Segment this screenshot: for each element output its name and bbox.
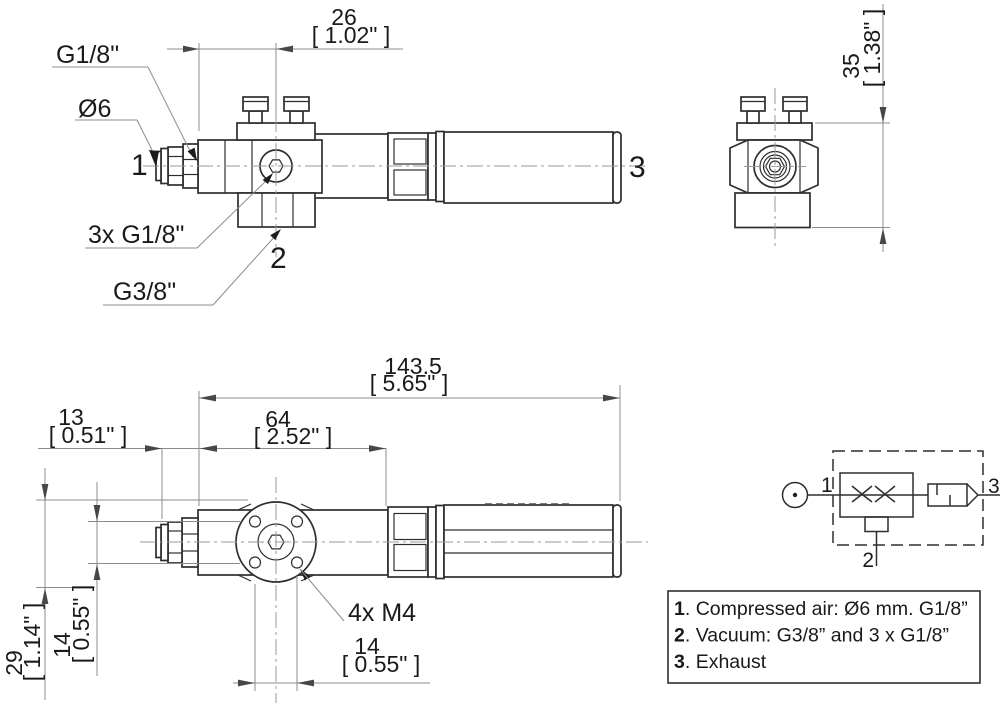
- vacuum-stub-box: [864, 516, 889, 533]
- legend-item-1: 1. Compressed air: Ø6 mm. G1/8”: [674, 598, 968, 620]
- label-d6-leader: Ø6: [75, 95, 159, 167]
- view-bottom-side: 143.5 [ 5.65" ] 13 [ 0.51" ] 64 [ 2.52" …: [1, 353, 648, 703]
- label-g18: G1/8": [56, 41, 119, 69]
- front-vacuum-block: [734, 192, 811, 229]
- dimension-13-64: 13 [ 0.51" ] 64 [ 2.52" ]: [38, 404, 387, 519]
- label-g38-leader: G3/8": [103, 229, 281, 306]
- dimension-14-width: 14 [ 0.55" ]: [49, 482, 240, 676]
- dim-35-mm: 35: [838, 53, 864, 79]
- label-d6: Ø6: [78, 95, 111, 123]
- dimension-14-holes: 14 [ 0.55" ]: [233, 576, 430, 691]
- view-top-side: 26 [ 1.02" ] G1/8" Ø6 1 3x G1/8" G3/8": [52, 4, 648, 306]
- silencer-symbol: [927, 483, 979, 507]
- pneumatic-schematic: 1 2 3: [781, 450, 1000, 572]
- schematic-port1: 1: [821, 474, 833, 497]
- flange-hole: [248, 515, 262, 528]
- dim-13-inch: [ 0.51" ]: [49, 422, 128, 448]
- dim-64-inch: [ 2.52" ]: [254, 423, 333, 449]
- legend-item-2: 2. Vacuum: G3/8” and 3 x G1/8”: [674, 625, 949, 647]
- dim-13-mm: 13: [58, 404, 84, 430]
- dim-64-mm: 64: [265, 406, 291, 432]
- flange-hole: [290, 515, 304, 528]
- label-3xg18-leader: 3x G1/8": [85, 173, 273, 249]
- label-g18-leader: G1/8": [52, 41, 197, 161]
- dim-14h-inch: [ 0.55" ]: [342, 651, 421, 677]
- port2-number: 2: [270, 242, 287, 275]
- label-g38: G3/8": [113, 278, 176, 306]
- dim-29-inch: [ 1.14" ]: [19, 603, 45, 682]
- silencer-cylinder: [443, 131, 622, 204]
- dim-14h-mm: 14: [354, 633, 380, 659]
- socket-screws: [242, 96, 310, 124]
- dim-14w-mm: 14: [49, 632, 75, 658]
- front-socket-screws: [740, 96, 808, 124]
- venturi-nozzle-symbol: [851, 485, 896, 503]
- assembly-boundary-dashed: [832, 450, 984, 546]
- dim-26-inch: [ 1.02" ]: [312, 22, 391, 48]
- dimension-35: 35 [ 1.38" ]: [812, 4, 890, 252]
- dim-14w-inch: [ 0.55" ]: [68, 585, 94, 664]
- legend-box: 1. Compressed air: Ø6 mm. G1/8” 2. Vacuu…: [667, 590, 981, 684]
- view-front: 35 [ 1.38" ]: [729, 4, 890, 252]
- port3-number: 3: [629, 151, 646, 184]
- label-m4-leader: 4x M4: [299, 568, 416, 627]
- schematic-port3: 3: [988, 475, 1000, 498]
- dim-35-inch: [ 1.38" ]: [859, 9, 885, 88]
- schematic-port2: 2: [862, 549, 874, 572]
- dim-26-mm: 26: [331, 4, 357, 30]
- port1-number: 1: [131, 149, 148, 182]
- label-3xg18: 3x G1/8": [88, 221, 184, 249]
- flange-hole: [290, 556, 304, 569]
- dimension-29: 29 [ 1.14" ]: [1, 468, 248, 700]
- legend-item-3: 3. Exhaust: [674, 651, 767, 673]
- air-source-dot: [792, 492, 798, 498]
- dimension-26: 26 [ 1.02" ]: [167, 4, 403, 131]
- dim-29-mm: 29: [1, 650, 27, 676]
- dimension-143-5: 143.5 [ 5.65" ]: [198, 353, 621, 506]
- dim-143-5-inch: [ 5.65" ]: [370, 370, 449, 396]
- label-m4: 4x M4: [348, 599, 416, 627]
- dim-143-5-mm: 143.5: [384, 353, 442, 379]
- bottom-silencer-cylinder: [443, 503, 622, 578]
- flange-hole: [248, 556, 262, 569]
